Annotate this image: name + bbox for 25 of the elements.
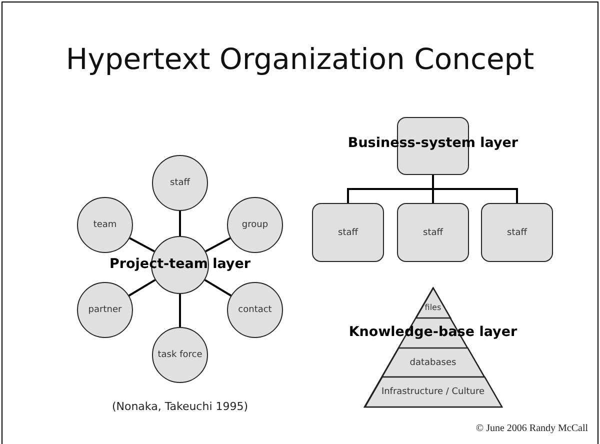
connector-line [179,294,181,327]
rounded-box [397,203,469,262]
node-label: team [93,220,117,230]
copyright-text: © June 2006 Randy McCall [476,423,588,434]
connector-line [205,237,231,252]
node-label: contact [238,305,272,315]
connector-line [204,279,232,296]
rounded-box [481,203,553,262]
node-label: group [242,220,268,230]
node-label: staff [170,178,190,188]
rounded-box [312,203,384,262]
node-label: staff [338,228,358,238]
slide-title: Hypertext Organization Concept [64,42,536,76]
node-label: task force [158,350,202,360]
node-label: staff [507,228,527,238]
citation-text: (Nonaka, Takeuchi 1995) [110,400,250,413]
band-label: databases [410,358,456,368]
node-label: partner [88,305,122,315]
band-label: Infrastructure / Culture [381,387,485,397]
connector-line [179,211,181,236]
node-label: staff [423,228,443,238]
connector-line [129,237,155,252]
connector-line [432,175,518,203]
connector-line [128,279,156,296]
band-label: files [424,302,442,312]
